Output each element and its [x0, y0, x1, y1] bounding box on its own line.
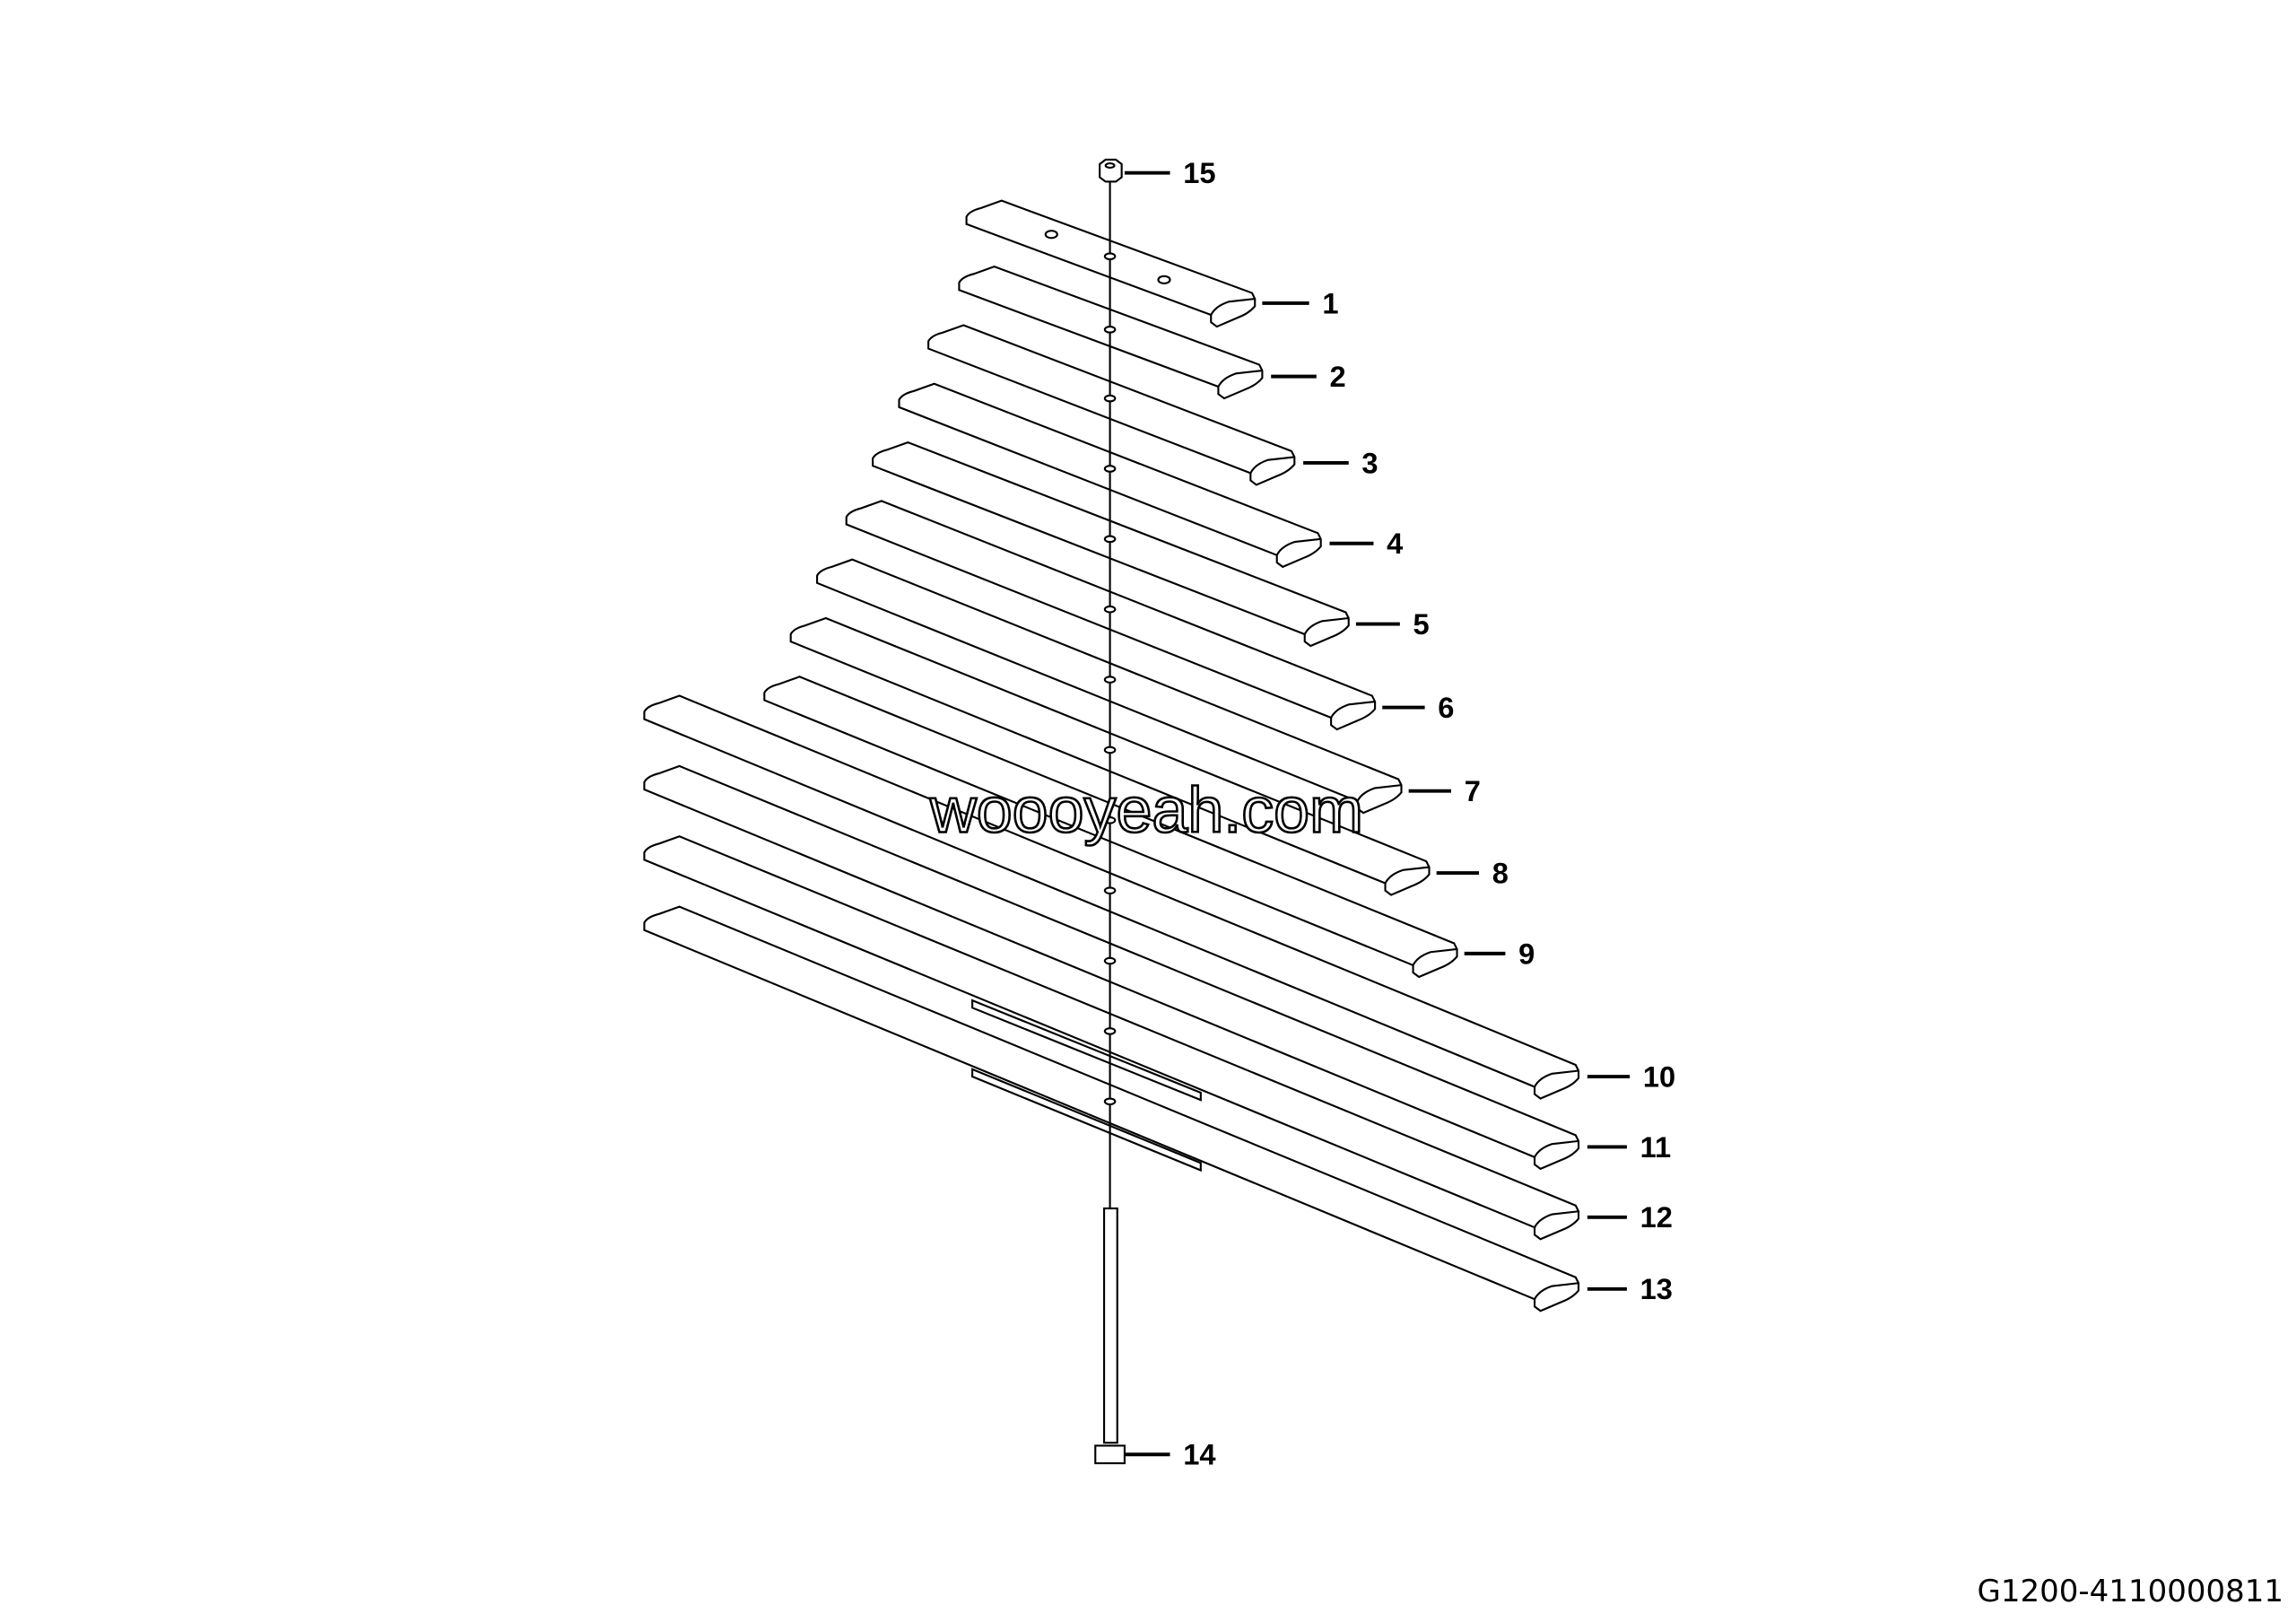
- bolt-hole: [1103, 394, 1117, 403]
- leaf-3: [927, 324, 1296, 486]
- bolt-holes: [1044, 230, 1171, 1106]
- callout-9: 9: [1518, 937, 1535, 970]
- bolt-hole: [1103, 746, 1117, 754]
- callout-4: 4: [1387, 527, 1403, 560]
- callout-1: 1: [1322, 286, 1338, 319]
- watermark: woooyeah.com: [929, 774, 1363, 846]
- callout-3: 3: [1361, 446, 1378, 479]
- drawing-code: G1200-4110000811: [1977, 1574, 2283, 1609]
- bolt-head-14-icon: [1094, 1444, 1126, 1465]
- center-bolt: [1094, 179, 1126, 1465]
- callout-2: 2: [1329, 360, 1345, 393]
- bolt-hole: [1103, 956, 1117, 965]
- bolt-hole: [1103, 886, 1117, 895]
- leaf-13: [643, 905, 1580, 1312]
- callout-14: 14: [1183, 1438, 1215, 1471]
- bolt-hole: [1103, 465, 1117, 473]
- leaf-10: [643, 694, 1580, 1100]
- bolt-hole: [1103, 535, 1117, 544]
- bolt-hole: [1103, 326, 1117, 334]
- bolt-hole: [1103, 815, 1117, 824]
- callout-11: 11: [1640, 1130, 1672, 1164]
- bolt-hole: [1103, 605, 1117, 614]
- callout-7: 7: [1465, 774, 1481, 807]
- callout-13: 13: [1640, 1272, 1673, 1305]
- spring-leaves: [643, 199, 1580, 1312]
- bolt-hole: [1103, 1027, 1117, 1035]
- callout-8: 8: [1492, 857, 1509, 890]
- leaf-11: [643, 764, 1580, 1171]
- callout-12: 12: [1640, 1200, 1673, 1234]
- callout-6: 6: [1438, 691, 1454, 724]
- leaf-1-hole: [1157, 275, 1171, 284]
- callout-10: 10: [1643, 1060, 1675, 1093]
- bolt-hole: [1103, 252, 1117, 261]
- leaf-12: [643, 835, 1580, 1241]
- bolt-hole: [1103, 676, 1117, 684]
- leaf-1-hole: [1044, 230, 1058, 240]
- callout-15: 15: [1183, 156, 1215, 189]
- clip-plates: [971, 998, 1202, 1173]
- callout-5: 5: [1413, 607, 1430, 641]
- nut-15-icon: [1099, 158, 1123, 183]
- bolt-hole: [1103, 1097, 1117, 1106]
